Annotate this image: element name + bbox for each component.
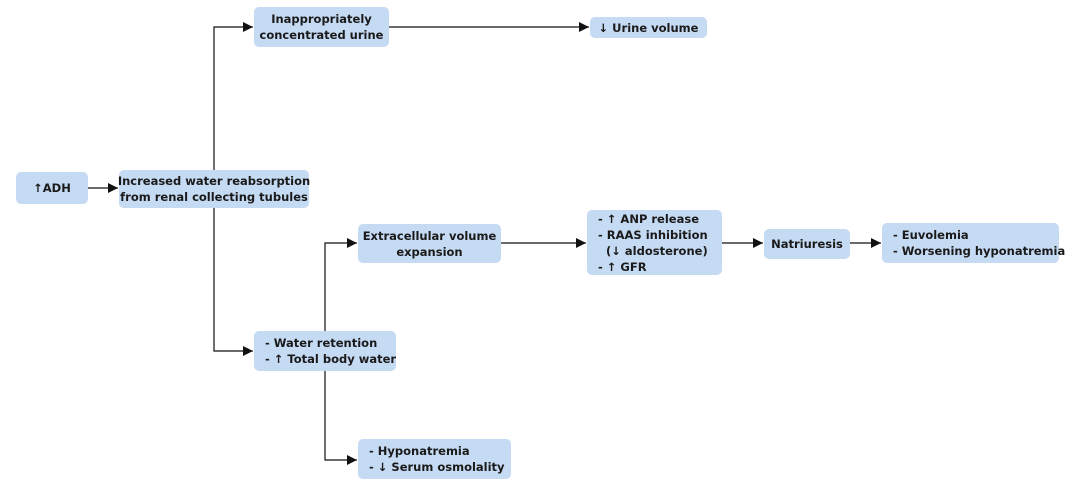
water-retention-node: - Water retention - ↑ Total body water	[254, 331, 396, 371]
aldosterone-line: (↓ aldosterone)	[598, 243, 708, 258]
ecf-expansion-node: Extracellular volume expansion	[358, 224, 501, 263]
natriuresis-node: Natriuresis	[764, 229, 850, 259]
adh-label: ↑ADH	[33, 181, 71, 195]
euvolemia-node: - Euvolemia - Worsening hyponatremia	[882, 223, 1065, 263]
adh-node: ↑ADH	[16, 172, 88, 204]
hyponatremia-node: - Hyponatremia - ↓ Serum osmolality	[358, 439, 511, 479]
arrow-reabsorption-to-water-retention	[213, 208, 253, 356]
water-reabsorption-line-1: Increased water reabsorption	[117, 174, 311, 188]
raas-inhibition-line: - RAAS inhibition	[598, 227, 708, 242]
urine-volume-node: ↓ Urine volume	[590, 17, 707, 38]
total-body-water-line: - ↑ Total body water	[265, 352, 397, 366]
hyponatremia-line: - Hyponatremia	[369, 444, 470, 458]
worsening-hyponatremia-line: - Worsening hyponatremia	[893, 244, 1066, 258]
water-reabsorption-node: Increased water reabsorption from renal …	[117, 170, 311, 208]
gfr-line: - ↑ GFR	[598, 259, 647, 274]
euvolemia-line: - Euvolemia	[893, 228, 969, 242]
ecf-expansion-line-2: expansion	[396, 244, 463, 259]
concentrated-urine-line-1: Inappropriately	[271, 12, 372, 26]
concentrated-urine-node: Inappropriately concentrated urine	[254, 7, 389, 47]
serum-osmolality-line: - ↓ Serum osmolality	[369, 460, 505, 474]
anp-raas-node: - ↑ ANP release - RAAS inhibition (↓ ald…	[587, 210, 722, 275]
water-reabsorption-line-2: from renal collecting tubules	[120, 190, 308, 204]
concentrated-urine-line-2: concentrated urine	[259, 28, 384, 42]
water-retention-line: - Water retention	[265, 336, 378, 350]
ecf-expansion-line-1: Extracellular volume	[362, 228, 497, 243]
anp-release-line: - ↑ ANP release	[598, 211, 699, 226]
urine-volume-label: ↓ Urine volume	[598, 20, 699, 35]
natriuresis-label: Natriuresis	[771, 237, 843, 251]
arrow-reabsorption-to-concentrated-urine	[213, 22, 253, 170]
arrow-water-retention-to-hyponatremia	[324, 371, 357, 465]
arrow-water-retention-to-ecf-expansion	[324, 238, 357, 331]
